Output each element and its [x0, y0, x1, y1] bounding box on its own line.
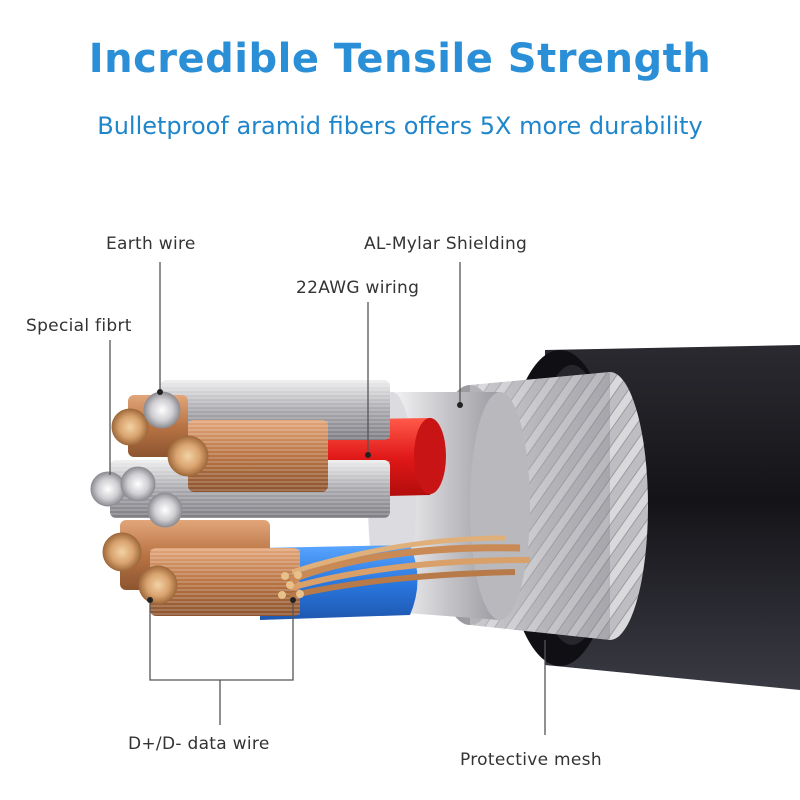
label-data-wire: D+/D- data wire — [128, 734, 270, 754]
label-al-mylar-shielding: AL-Mylar Shielding — [364, 234, 528, 254]
leader-lines — [109, 262, 546, 735]
label-protective-mesh: Protective mesh — [460, 750, 602, 770]
page-title: Incredible Tensile Strength — [88, 36, 712, 82]
leader-dots — [147, 389, 463, 603]
wire-end-faces — [90, 391, 209, 605]
label-22awg-wiring: 22AWG wiring — [296, 278, 420, 298]
label-earth-wire: Earth wire — [106, 234, 196, 254]
label-special-fiber: Special fibrt — [26, 316, 132, 336]
page-subtitle: Bulletproof aramid fibers offers 5X more… — [97, 112, 703, 140]
twisted-copper-strands — [278, 535, 531, 599]
